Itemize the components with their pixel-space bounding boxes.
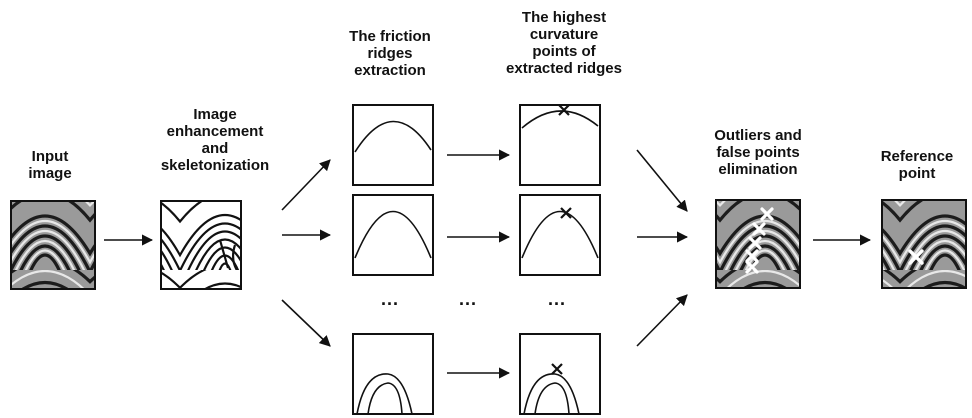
curvature-box-1 bbox=[519, 104, 601, 186]
skeleton-fingerprint-image bbox=[160, 200, 242, 290]
ridges-extraction-label: The friction ridges extraction bbox=[349, 28, 431, 79]
ellipsis-middle: ... bbox=[459, 289, 478, 309]
ridge-box-3 bbox=[352, 333, 434, 415]
outliers-elimination-label: Outliers and false points elimination bbox=[714, 127, 802, 178]
outliers-fingerprint-image bbox=[715, 199, 801, 289]
reference-fingerprint-image bbox=[881, 199, 967, 289]
ellipsis-ridges: ... bbox=[381, 289, 400, 309]
curvature-points-label: The highest curvature points of extracte… bbox=[506, 9, 622, 77]
input-fingerprint-image bbox=[10, 200, 96, 290]
ridge-box-1 bbox=[352, 104, 434, 186]
ellipsis-curvature: ... bbox=[548, 289, 567, 309]
enhancement-label: Image enhancement and skeletonization bbox=[160, 106, 270, 174]
reference-point-label: Reference point bbox=[880, 148, 954, 182]
flow-arrows bbox=[104, 149, 872, 379]
curvature-box-2 bbox=[519, 194, 601, 276]
ridge-box-2 bbox=[352, 194, 434, 276]
curvature-box-3 bbox=[519, 333, 601, 415]
input-image-label: Input image bbox=[28, 148, 72, 182]
